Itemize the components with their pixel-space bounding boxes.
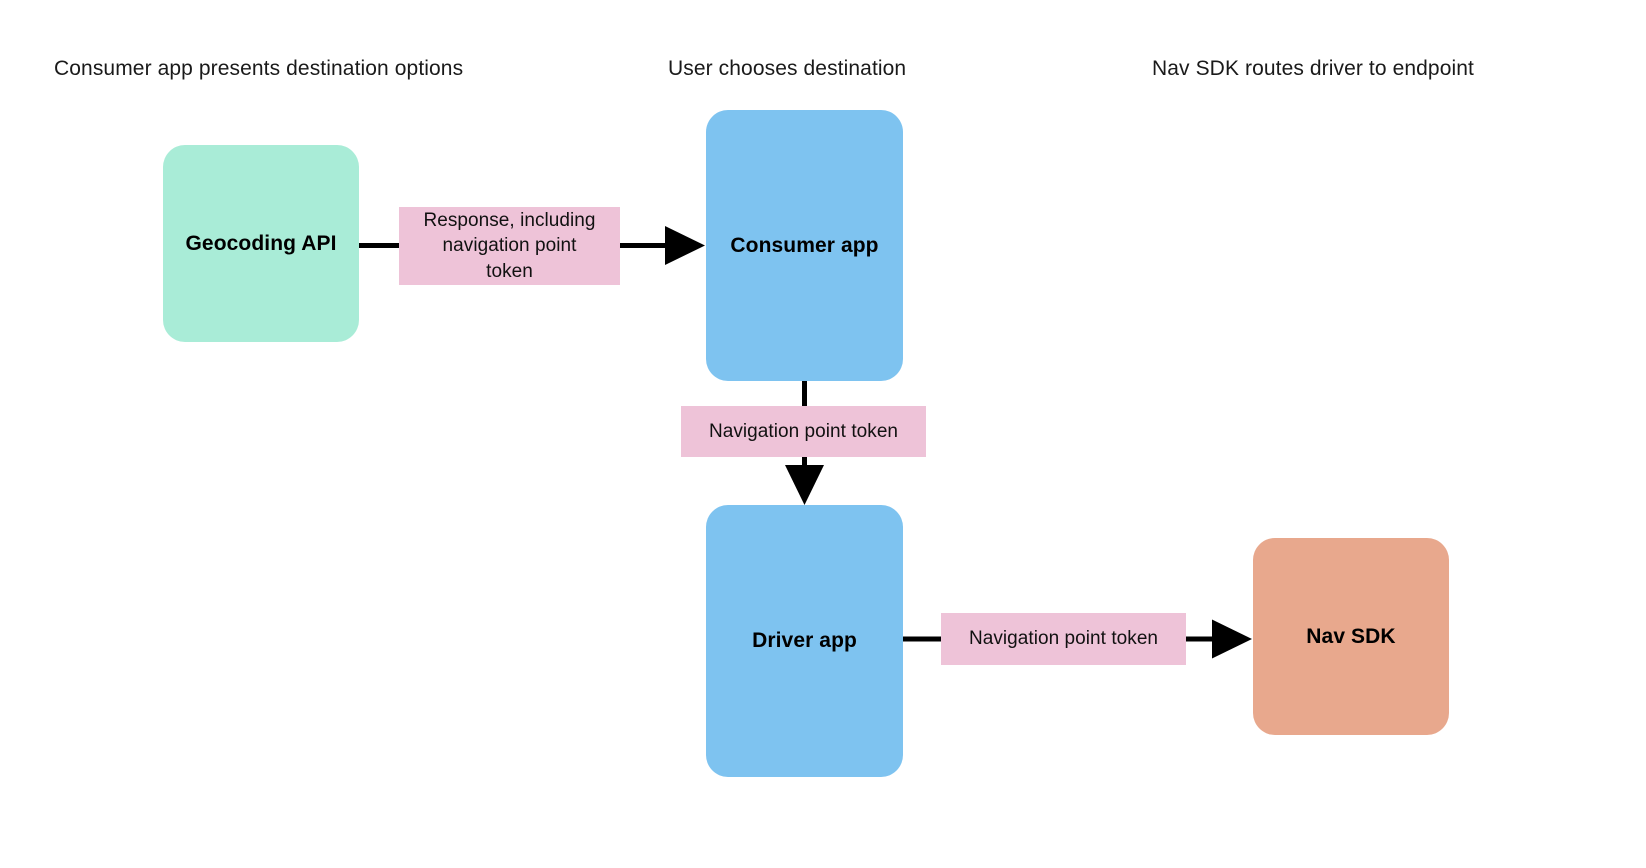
node-nav-sdk[interactable]: Nav SDK: [1253, 538, 1449, 735]
node-geocoding-api-label: Geocoding API: [185, 231, 337, 255]
column-header-user-chooses-destination: User chooses destination: [668, 57, 907, 80]
edge-label-navigation-point-token-consumer-to-driver: Navigation point token: [681, 406, 926, 457]
node-consumer-app-label: Consumer app: [730, 233, 879, 257]
column-header-nav-sdk-routes-driver: Nav SDK routes driver to endpoint: [1152, 57, 1474, 80]
node-consumer-app[interactable]: Consumer app: [706, 110, 903, 381]
node-driver-app[interactable]: Driver app: [706, 505, 903, 777]
column-header-consumer-app-presents: Consumer app presents destination option…: [54, 57, 464, 80]
edge-label-navigation-point-token-driver-to-navsdk: Navigation point token: [941, 613, 1186, 665]
node-geocoding-api[interactable]: Geocoding API: [163, 145, 359, 342]
edge-label-nav-token-vertical-text: Navigation point token: [708, 420, 899, 442]
node-driver-app-label: Driver app: [752, 629, 857, 652]
edge-label-nav-token-horizontal-text: Navigation point token: [968, 628, 1159, 650]
node-nav-sdk-label: Nav SDK: [1306, 624, 1396, 648]
